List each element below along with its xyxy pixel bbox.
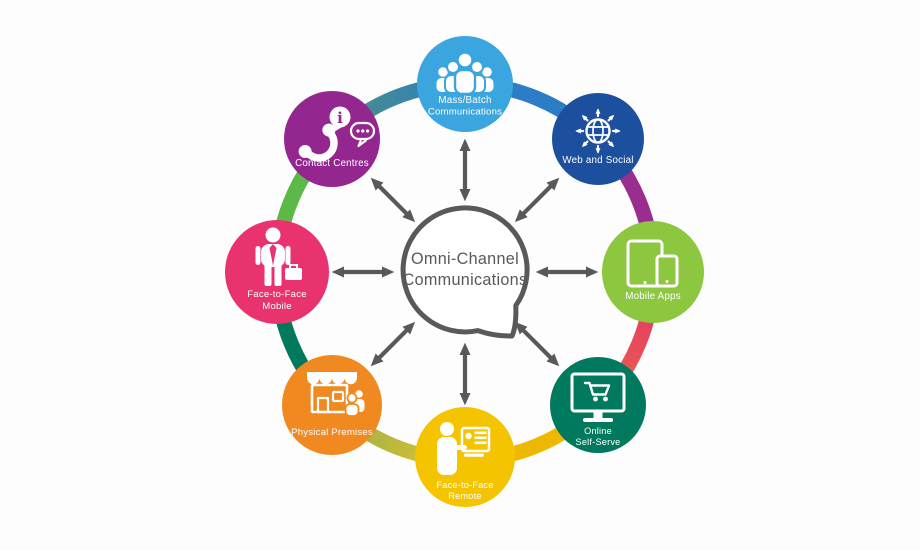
node-circle	[602, 221, 704, 323]
info-bubble-icon: i	[329, 106, 351, 135]
node-label-line1: Physical Premises	[291, 427, 373, 438]
arrow-bottom-right	[514, 321, 560, 367]
globe-arrows-icon	[575, 108, 621, 154]
phone-chat-icon: i	[298, 106, 376, 162]
node-label-line2: Mobile	[262, 301, 291, 312]
monitor-cart-icon	[570, 372, 626, 422]
node-label-line1: Face-to-Face	[247, 289, 306, 300]
node-label-line2: Communications	[428, 107, 502, 118]
center-label-line1: Omni-Channel	[411, 250, 519, 268]
node-mass-batch-communications: Mass/Batch Communications	[417, 36, 513, 132]
node-face-to-face-mobile: Face-to-Face Mobile	[225, 220, 329, 324]
node-physical-premises: Physical Premises	[282, 355, 382, 455]
node-label-line1: Web and Social	[562, 155, 633, 166]
info-glyph: i	[337, 109, 343, 127]
node-circle	[282, 355, 382, 455]
arrow-top-left	[370, 177, 416, 223]
storefront-icon	[307, 372, 365, 417]
video-call-icon	[437, 422, 491, 475]
speech-bubble-icon	[400, 205, 530, 339]
node-label-line2: Self-Serve	[576, 437, 621, 447]
tablet-phone-icon	[626, 239, 679, 288]
connector-arrows	[331, 138, 599, 406]
chat-bubble-icon	[349, 121, 376, 148]
node-label-line1: Face-to-Face	[436, 480, 493, 490]
node-web-and-social: Web and Social	[552, 93, 644, 185]
center-label-line2: Communications	[403, 271, 528, 289]
node-label-line1: Online	[584, 426, 612, 436]
people-group-icon	[436, 51, 494, 96]
arrow-bottom-left	[370, 321, 416, 367]
phone-handset-icon	[298, 123, 338, 162]
node-contact-centres: i Contact Centres	[284, 91, 380, 187]
arrow-top-right	[514, 177, 560, 223]
node-label-line1: Mobile Apps	[625, 291, 681, 302]
node-online-self-serve: Online Self-Serve	[550, 357, 646, 453]
cart-icon	[583, 381, 611, 402]
node-label-line2: Remote	[448, 491, 481, 501]
node-face-to-face-remote: Face-to-Face Remote	[415, 407, 515, 507]
node-mobile-apps: Mobile Apps	[602, 221, 704, 323]
node-label-line1: Mass/Batch	[438, 95, 491, 106]
node-circle	[550, 357, 646, 453]
node-label-line1: Contact Centres	[295, 158, 369, 169]
node-circle	[552, 93, 644, 185]
person-briefcase-icon	[255, 227, 302, 286]
center-bubble: Omni-Channel Communications	[400, 205, 530, 339]
